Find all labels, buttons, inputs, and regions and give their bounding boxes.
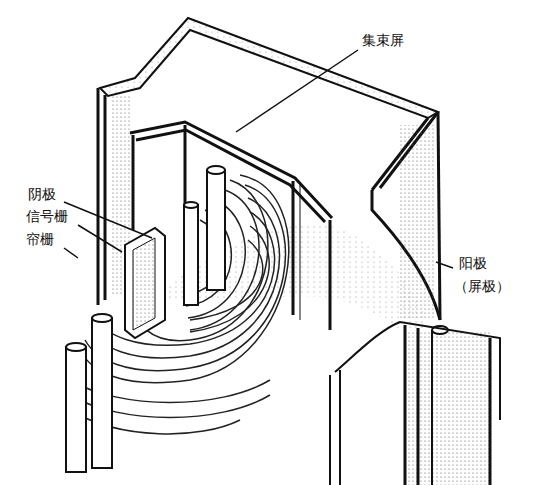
part-label: 阳极 [457,255,489,272]
part-label: 帘栅 [24,231,56,248]
anode-corner [330,322,500,485]
part-label: 集束屏 [360,32,406,49]
part-label: 阴极 [26,186,58,203]
cathode [125,228,165,338]
part-label: （屏极） [452,278,512,295]
leader-line [64,50,453,268]
part-label: 信号栅 [24,208,70,225]
